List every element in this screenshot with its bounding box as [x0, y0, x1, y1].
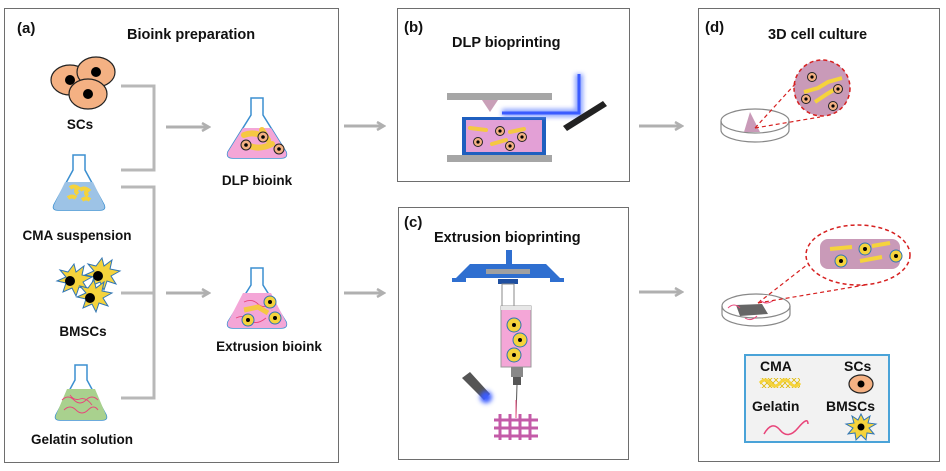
input-label-bmscs: BMSCs [59, 324, 107, 339]
bmsc-cells-icon [55, 256, 122, 314]
legend-label-gelatin: Gelatin [752, 398, 800, 414]
panel-a-label: (a) [17, 20, 36, 37]
extrusion-bioink-flask-icon [226, 267, 288, 329]
legend-label-scs: SCs [844, 358, 872, 374]
legend-icons [758, 374, 878, 442]
dlp-bioink-flask-icon [226, 97, 288, 159]
panel-a-title: Bioink preparation [127, 27, 256, 43]
panel-b-label: (b) [404, 19, 424, 36]
sc-cells-icon [50, 56, 116, 110]
bmsc-cell-icon [844, 412, 878, 442]
cma-fiber-icon [758, 378, 802, 388]
sc-cell-icon [848, 374, 874, 394]
panel-d-title: 3D cell culture [768, 27, 868, 43]
output-label-extrusion-bioink: Extrusion bioink [216, 339, 322, 354]
extrusion-printer-illustration [452, 250, 564, 440]
extrusion-culture-dish-illustration [721, 224, 911, 327]
panel-b-title: DLP bioprinting [452, 35, 561, 51]
gelatin-strand-icon [763, 420, 809, 436]
bracket-extrusion-inputs [121, 185, 156, 400]
cma-flask-icon [52, 154, 106, 211]
input-label-cma-suspension: CMA suspension [22, 228, 132, 243]
dlp-culture-dish-illustration [720, 59, 851, 143]
panel-c-title: Extrusion bioprinting [434, 230, 581, 246]
dlp-printer-illustration [447, 74, 607, 162]
input-label-scs: SCs [66, 117, 94, 132]
legend-label-cma: CMA [760, 358, 792, 374]
gelatin-flask-icon [54, 364, 108, 421]
panel-d-label: (d) [705, 19, 725, 36]
panel-c-label: (c) [404, 214, 423, 231]
legend-box: CMA SCs Gelatin BMSCs [744, 354, 890, 443]
bracket-dlp-inputs [121, 84, 156, 172]
output-label-dlp-bioink: DLP bioink [221, 173, 293, 188]
input-label-gelatin-solution: Gelatin solution [30, 432, 133, 447]
legend-label-bmscs: BMSCs [826, 398, 876, 414]
